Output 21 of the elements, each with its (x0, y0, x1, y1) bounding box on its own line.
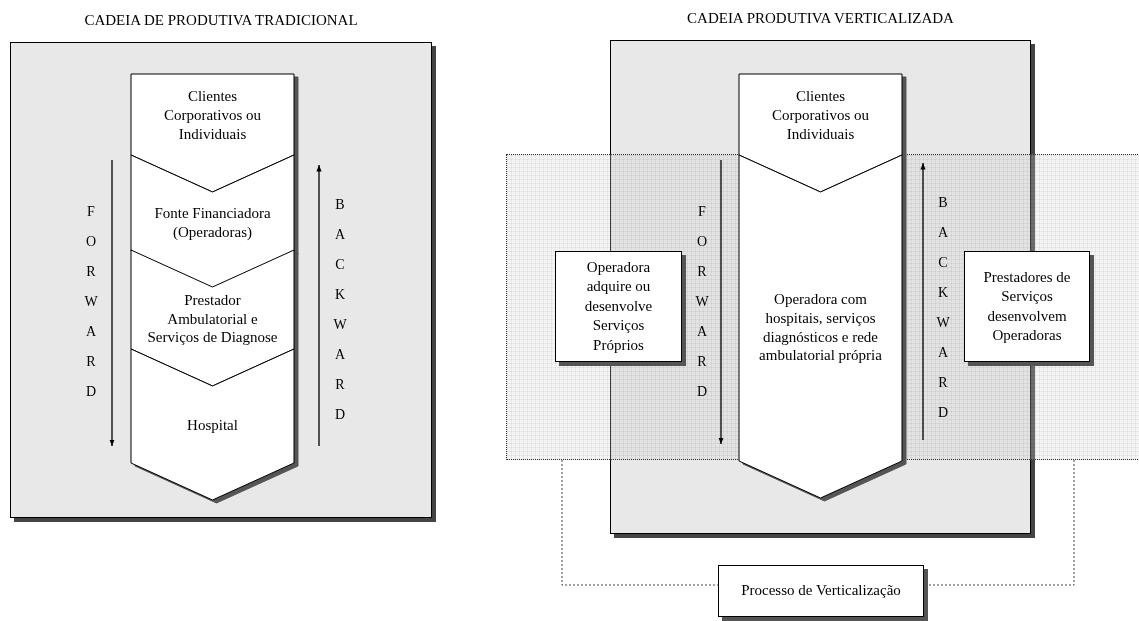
segment-text: Clientes Corporativos ou Individuais (770, 87, 871, 144)
vertical-label: BACKWARD (333, 196, 347, 424)
vertical-label: BACKWARD (936, 194, 950, 422)
segment-text: Operadora com hospitais, serviços diagnósticos e rede ambulatorial própria (758, 290, 883, 365)
box-text: Operadora adquire ou desenvolve Serviços Próprios (583, 257, 654, 355)
chevron-segment (739, 74, 902, 192)
chevron-segment (131, 250, 294, 386)
segment-text: Prestador Ambulatorial e Serviços de Diagnose (147, 290, 278, 348)
vertical-label: FORWARD (84, 203, 98, 401)
segment-text: Hospital (187, 416, 238, 435)
panel-title: CADEIA DE PRODUTIVA TRADICIONAL (83, 12, 359, 29)
segment-text: Clientes Corporativos ou Individuais (162, 87, 263, 144)
dotted-band (506, 154, 1139, 460)
chevron-segment (131, 349, 294, 500)
chevron-segment (131, 155, 294, 288)
box-text: Prestadores de Serviços desenvolvem Operadoras (982, 267, 1072, 345)
segment-text: Fonte Financiadora (Operadoras) (153, 203, 272, 242)
box-text: Processo de Verticalização (741, 581, 901, 601)
chevron-segment (131, 74, 294, 192)
panel-title: CADEIA PRODUTIVA VERTICALIZADA (686, 10, 955, 27)
vertical-label: FORWARD (695, 203, 709, 401)
